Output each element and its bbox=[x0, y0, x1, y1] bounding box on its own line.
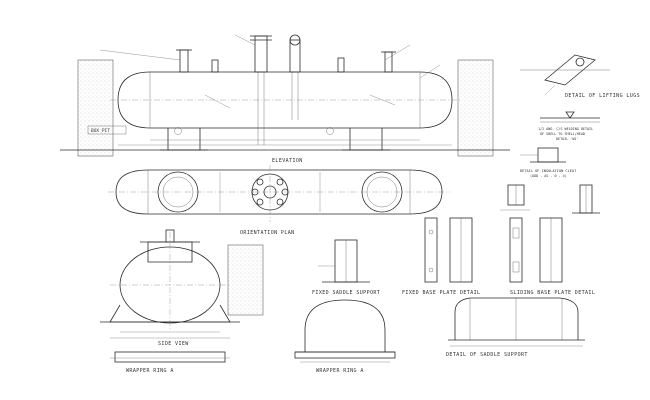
wrapper-ring-title-center: WRAPPER RING A bbox=[316, 368, 364, 374]
concrete-pier-right bbox=[457, 59, 494, 157]
wrapper-ring-title-left: WRAPPER RING A bbox=[126, 368, 174, 374]
detail-lifting-lugs-view: DETAIL OF LIFTING LUGS bbox=[520, 54, 640, 99]
fixed-saddle-support-title: FIXED SADDLE SUPPORT bbox=[312, 290, 380, 296]
elevation-view: BOX PIT ELEVATION bbox=[60, 34, 510, 164]
welding-detail-line3: DETAIL 'W1' bbox=[556, 137, 578, 141]
fixed-base-plate-detail-view: FIXED BASE PLATE DETAIL bbox=[402, 217, 480, 296]
detail-saddle-support-view: DETAIL OF SADDLE SUPPORT bbox=[446, 297, 585, 358]
fixed-saddle-support-view: FIXED SADDLE SUPPORT bbox=[312, 239, 380, 296]
detail-insulation-cleat-title: DETAIL OF INSULATION CLEAT bbox=[520, 169, 577, 173]
detail-insulation-cleat-view: DETAIL OF INSULATION CLEAT (ADD - AS - 0… bbox=[520, 147, 577, 178]
elevation-notes bbox=[99, 34, 441, 135]
welding-detail-line2: OF SHELL TO SHELL/HEAD bbox=[540, 132, 585, 136]
sliding-base-plate-detail-view: SLIDING BASE PLATE DETAIL bbox=[509, 217, 595, 296]
vessel-shell-elevation bbox=[110, 71, 460, 129]
elevation-title: ELEVATION bbox=[272, 158, 303, 164]
detail-lifting-lugs-title: DETAIL OF LIFTING LUGS bbox=[565, 93, 640, 99]
welding-detail-view: 1/2 ANG. C/S WELDING DETAIL OF SHELL TO … bbox=[538, 111, 600, 141]
detail-insulation-cleat-ref: (ADD - AS - 0 - 4) bbox=[530, 174, 567, 178]
side-view: SIDE VIEW bbox=[100, 229, 264, 347]
fixed-base-plate-detail-title: FIXED BASE PLATE DETAIL bbox=[402, 290, 480, 296]
orientation-plan-view: ORIENTATION PLAN bbox=[108, 165, 450, 236]
welding-detail-line1: 1/2 ANG. C/S WELDING DETAIL bbox=[538, 127, 593, 131]
box-pit-label: BOX PIT bbox=[91, 128, 110, 134]
top-nozzles bbox=[176, 34, 396, 73]
wrapper-ring-left: WRAPPER RING A bbox=[110, 351, 230, 374]
detail-saddle-support-title: DETAIL OF SADDLE SUPPORT bbox=[446, 352, 528, 358]
concrete-pier-side bbox=[227, 244, 264, 316]
wrapper-ring-center: WRAPPER RING A bbox=[294, 299, 396, 374]
side-view-title: SIDE VIEW bbox=[158, 341, 189, 347]
manway-right-circle bbox=[361, 171, 403, 213]
anchor-bolt-details bbox=[500, 184, 600, 214]
orientation-plan-title: ORIENTATION PLAN bbox=[240, 230, 295, 236]
manway-left-circle bbox=[157, 171, 199, 213]
sliding-base-plate-detail-title: SLIDING BASE PLATE DETAIL bbox=[510, 290, 595, 296]
saddles-elevation bbox=[160, 128, 390, 151]
concrete-pier-left bbox=[77, 59, 114, 157]
